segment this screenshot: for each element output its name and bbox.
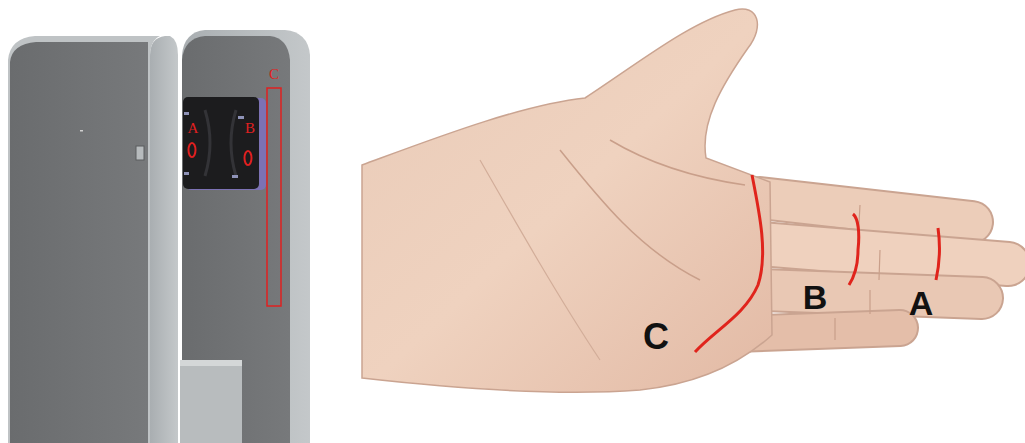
finger-outline — [760, 244, 1008, 264]
sensor-screw — [232, 175, 238, 178]
sensor-screw — [184, 112, 189, 115]
terminal-label: A — [188, 121, 199, 136]
finger — [760, 244, 1008, 264]
palm-crease — [610, 140, 745, 185]
panel-side — [150, 36, 178, 443]
palm-crease — [480, 160, 600, 360]
sensor-screw — [184, 172, 189, 175]
sensor-pad — [183, 97, 259, 189]
sensor-groove — [231, 110, 236, 176]
region-label: A — [909, 286, 934, 320]
palm-crease — [560, 150, 700, 280]
marking-line — [695, 175, 763, 352]
finger — [760, 198, 972, 222]
palm — [362, 9, 772, 392]
panel-top-edge — [8, 36, 160, 443]
finger-outline — [760, 198, 972, 222]
sensor-groove — [205, 110, 210, 176]
panel-base-block — [180, 360, 242, 443]
region-label: C — [269, 67, 279, 82]
finger — [760, 290, 982, 298]
electrode-mark — [245, 151, 252, 165]
sensor-screw — [238, 116, 244, 119]
region-label: C — [643, 319, 669, 355]
panel-mark — [80, 130, 83, 132]
marking-line — [849, 214, 859, 285]
finger-outline — [760, 290, 982, 298]
panel-front — [10, 42, 148, 443]
panel-notch — [136, 146, 144, 160]
finger-crease — [835, 205, 880, 340]
terminal-label: B — [245, 121, 255, 136]
panel-base-top — [180, 360, 242, 366]
region-box — [267, 88, 281, 306]
electrode-mark — [189, 143, 196, 157]
marking-line — [936, 228, 939, 280]
region-label: B — [803, 280, 828, 314]
